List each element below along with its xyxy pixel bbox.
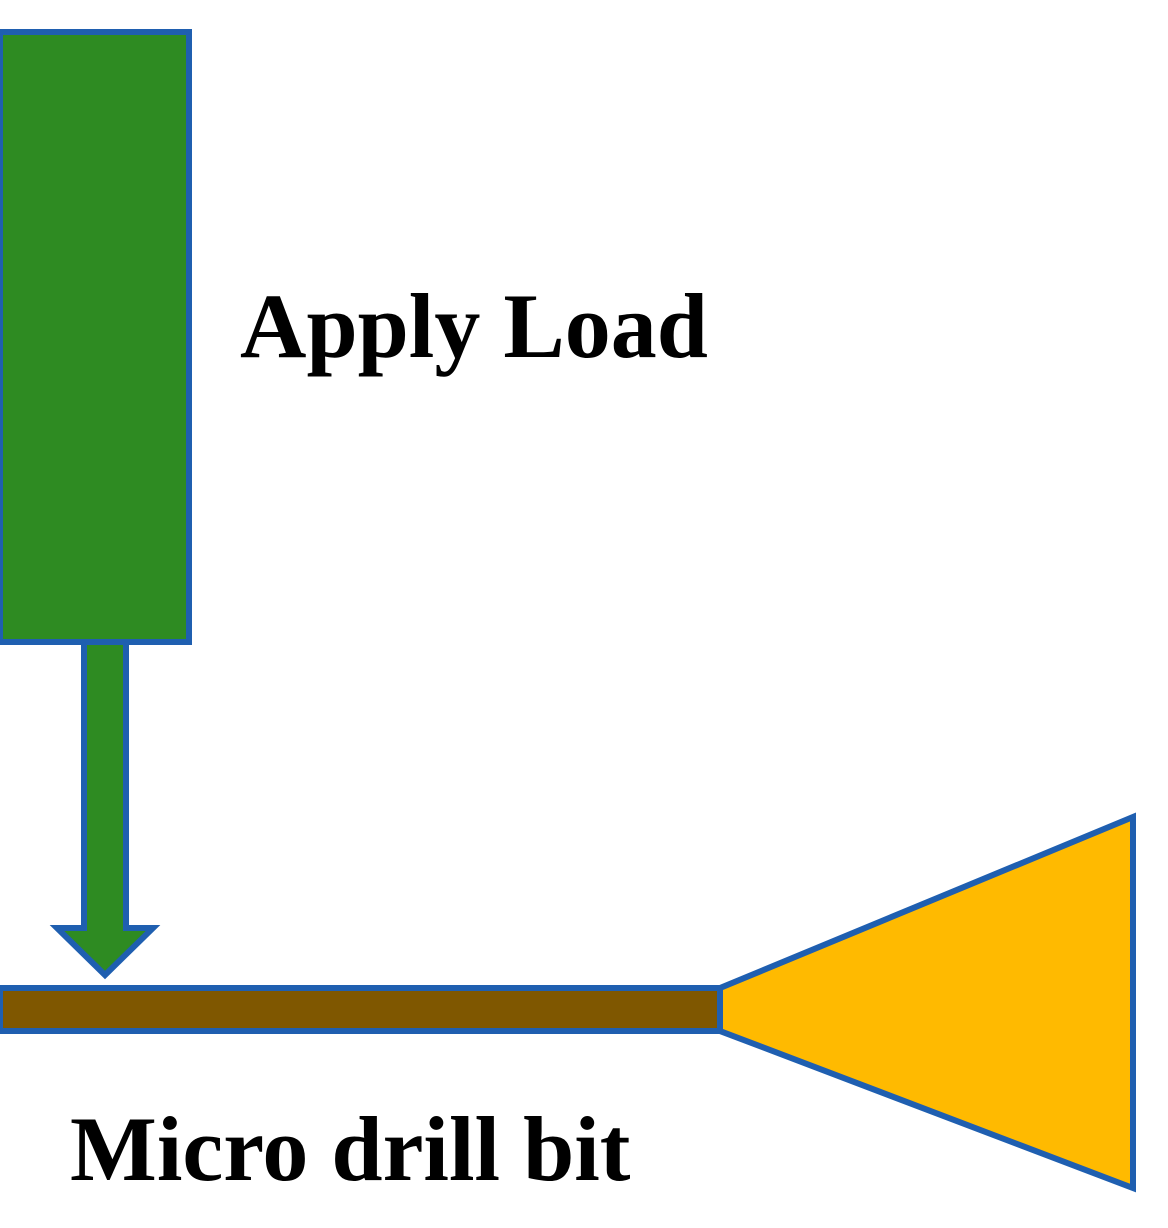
load-applicator-block: [0, 29, 192, 645]
down-arrow-icon: [49, 639, 161, 980]
drill-shank: [0, 985, 723, 1034]
drill-cone-body: [717, 812, 1136, 1193]
micro-drill-bit-label: Micro drill bit: [70, 1098, 631, 1200]
apply-load-label: Apply Load: [240, 275, 708, 377]
